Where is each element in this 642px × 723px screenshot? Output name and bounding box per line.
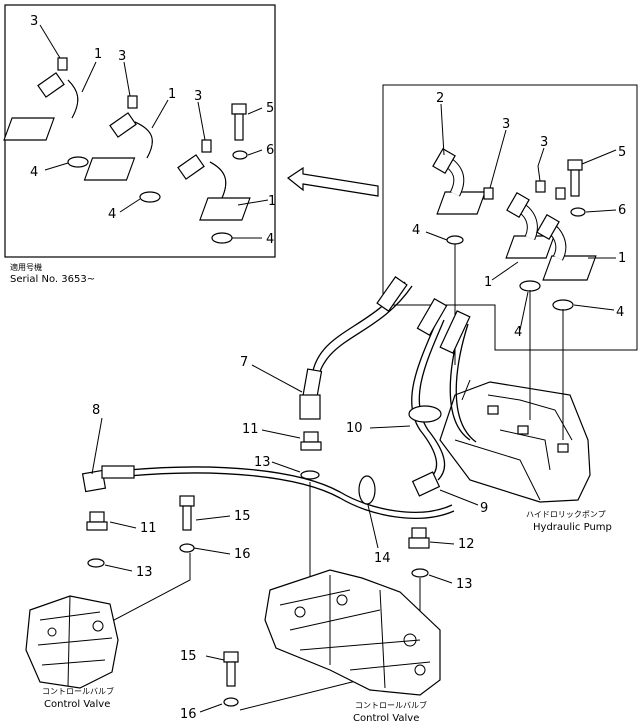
fitting-11-left bbox=[86, 511, 108, 531]
detail-callout-5: 5 bbox=[618, 145, 626, 160]
detail-o-ring-c bbox=[552, 299, 574, 311]
inset-callout-5: 5 bbox=[266, 101, 274, 116]
inset-plug-c bbox=[201, 139, 212, 153]
fitting-12 bbox=[408, 527, 430, 549]
fitting-11-upper bbox=[300, 431, 322, 451]
inset-callout-6: 6 bbox=[266, 143, 274, 158]
hose-clamp-14 bbox=[358, 475, 376, 505]
pointer-arrow bbox=[286, 166, 379, 197]
detail-plug-b bbox=[535, 180, 546, 193]
callout-15-upper: 15 bbox=[234, 509, 251, 524]
detail-washer bbox=[570, 207, 586, 217]
callout-11-left: 11 bbox=[140, 521, 157, 536]
detail-callout-1b: 1 bbox=[618, 251, 626, 266]
detail-elbow-fitting-b bbox=[505, 192, 555, 259]
valve-right-label: Control Valve bbox=[353, 713, 419, 723]
inset-callout-4a: 4 bbox=[30, 165, 38, 180]
detail-callout-3a: 3 bbox=[502, 117, 510, 132]
inset-elbow-fitting-a bbox=[3, 72, 79, 141]
inset-plug-a bbox=[57, 57, 68, 71]
detail-bolt bbox=[567, 159, 583, 197]
bolt-15-upper bbox=[179, 495, 195, 531]
detail-callout-3b: 3 bbox=[540, 135, 548, 150]
callout-8: 8 bbox=[92, 403, 100, 418]
inset-callout-3a: 3 bbox=[30, 14, 38, 29]
o-ring-13-right bbox=[411, 568, 429, 578]
detail-callout-1a: 1 bbox=[484, 275, 492, 290]
callout-12: 12 bbox=[458, 537, 475, 552]
inset-o-ring-b bbox=[139, 191, 161, 203]
callout-7: 7 bbox=[240, 355, 248, 370]
callout-10: 10 bbox=[346, 421, 363, 436]
hydraulic-pump: ハイドロリックポンプ Hydraulic Pump bbox=[439, 379, 612, 533]
control-valve-left: コントロールバルブ Control Valve bbox=[25, 595, 119, 710]
inset-elbow-fitting-c bbox=[177, 154, 251, 221]
callout-13-left: 13 bbox=[136, 565, 153, 580]
pump-label-jp: ハイドロリックポンプ bbox=[526, 510, 606, 519]
valve-left-label-jp: コントロールバルブ bbox=[42, 686, 114, 696]
pump-label: Hydraulic Pump bbox=[533, 522, 612, 533]
inset-callout-1b: 1 bbox=[168, 87, 176, 102]
detail-o-ring-b bbox=[519, 280, 541, 292]
control-valve-right: コントロールバルブ Control Valve bbox=[264, 569, 441, 723]
valve-right-label-jp: コントロールバルブ bbox=[355, 700, 427, 710]
callout-13-right: 13 bbox=[456, 577, 473, 592]
detail-plug-a bbox=[483, 187, 494, 200]
callout-9: 9 bbox=[480, 501, 488, 516]
inset-callout-1c: 1 bbox=[268, 194, 276, 209]
detail-o-ring-a bbox=[446, 235, 464, 245]
callout-13-center: 13 bbox=[254, 455, 271, 470]
bolt-15-lower bbox=[223, 651, 239, 687]
inset-callout-4b: 4 bbox=[108, 207, 116, 222]
inset-callout-4c: 4 bbox=[266, 232, 274, 247]
valve-left-label: Control Valve bbox=[44, 699, 110, 710]
inset-callout-1a: 1 bbox=[94, 47, 102, 62]
detail-callout-6: 6 bbox=[618, 203, 626, 218]
inset-serial-label-jp: 適用号機 bbox=[10, 262, 42, 272]
callout-16-upper: 16 bbox=[234, 547, 251, 562]
o-ring-13-center bbox=[300, 470, 320, 480]
inset-callout-3c: 3 bbox=[194, 89, 202, 104]
washer-16-upper bbox=[179, 543, 195, 553]
inset-o-ring-c bbox=[211, 232, 233, 244]
hose-clamp-10 bbox=[408, 405, 442, 423]
hose-assemblies bbox=[81, 276, 477, 519]
detail-elbow-fitting-a bbox=[432, 148, 486, 215]
inset-panel: 1 1 1 3 3 3 4 4 4 5 6 適用号機 Serial No. 36… bbox=[3, 4, 276, 285]
inset-callout-3b: 3 bbox=[118, 49, 126, 64]
washer-16-lower bbox=[223, 697, 239, 707]
detail-callout-4a: 4 bbox=[412, 223, 420, 238]
inset-frame bbox=[4, 4, 276, 258]
detail-callout-4c: 4 bbox=[616, 305, 624, 320]
callout-14: 14 bbox=[374, 551, 391, 566]
detail-panel: 2 3 3 5 6 4 1 1 4 4 bbox=[382, 84, 638, 351]
callout-15-lower: 15 bbox=[180, 649, 197, 664]
callout-16-lower: 16 bbox=[180, 707, 197, 722]
inset-elbow-fitting-b bbox=[83, 112, 153, 181]
callout-11-upper: 11 bbox=[242, 422, 259, 437]
detail-callout-4b: 4 bbox=[514, 325, 522, 340]
detail-elbow-fitting-c bbox=[536, 214, 597, 281]
detail-plug-c bbox=[555, 187, 566, 200]
detail-callout-2: 2 bbox=[436, 91, 444, 106]
inset-serial-label: Serial No. 3653~ bbox=[10, 274, 95, 285]
inset-o-ring-a bbox=[67, 156, 89, 168]
inset-plug-b bbox=[127, 95, 138, 109]
inset-washer bbox=[232, 150, 248, 160]
inset-bolt bbox=[231, 103, 247, 141]
o-ring-13-left bbox=[87, 558, 105, 568]
